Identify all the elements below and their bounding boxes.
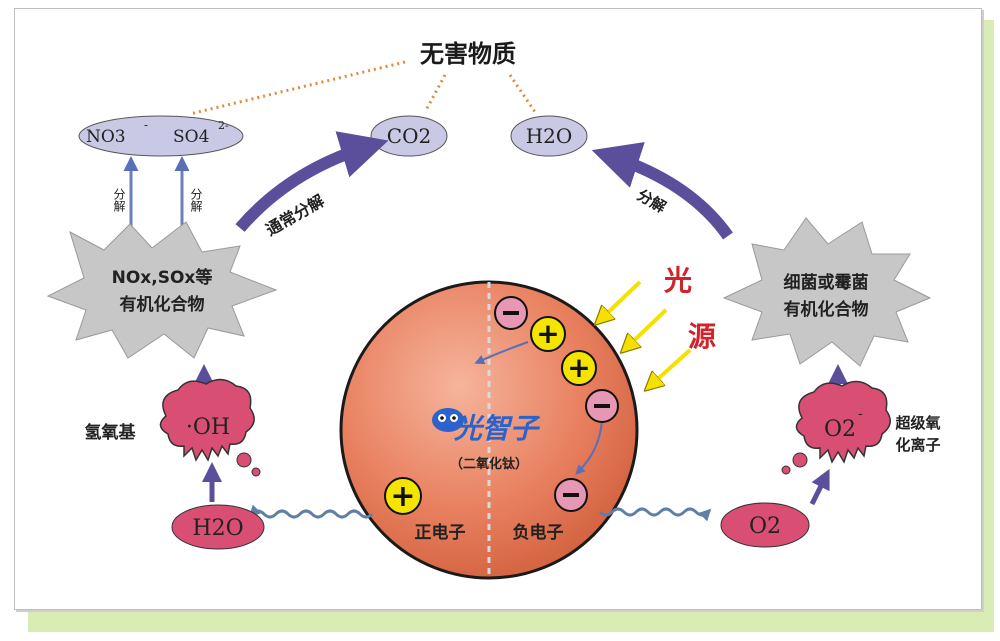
hydroxyl-name: 氢氧基 [85,422,137,443]
plus-charge: + [561,350,597,386]
light-source-char2: 源 [688,320,716,353]
mascot-icon [432,408,464,432]
h2o-top-label: H2O [526,124,573,148]
o2-ellipse: O2 [720,502,810,548]
minus-charge [494,296,528,330]
superoxide-charge: - [858,406,863,422]
wavy-arrow-right [598,507,712,522]
co2-label: CO2 [387,124,431,148]
h2o-bottom-label: H2O [192,516,243,541]
h2o-top-ellipse: H2O [510,115,588,157]
minus-charge [585,389,619,423]
right-curved-arrow: 分解 [591,142,733,240]
no3-charge: - [144,118,148,132]
svg-text:+: + [390,479,415,514]
negative-electron-label: 负电子 [513,522,564,543]
right-arrow-label: 分解 [634,186,669,217]
so4-charge: 2- [218,119,229,132]
light-rays [600,280,692,386]
right-star: 细菌或霉菌 有机化合物 [722,217,932,367]
o2-label: O2 [749,514,781,539]
title: 无害物质 [420,40,516,68]
superoxide-name-line1: 超级氧 [894,414,940,432]
left-star-line2: 有机化合物 [120,294,205,315]
right-star-line2: 有机化合物 [784,299,869,320]
positive-electron-label: 正电子 [415,522,466,543]
so4-label: SO4 [173,127,209,147]
light-source-char1: 光 [663,264,692,297]
hydroxyl-cloud: ·OH 氢氧基 [85,378,261,477]
decompose-label-right: 分解 [189,188,203,213]
superoxide-cloud: O2 - 超级氧 化离子 [781,380,941,475]
plus-charge: + [530,316,566,352]
minus-charge [554,478,588,512]
left-star: NOx,SOx等 有机化合物 [46,221,278,359]
decompose-label-left: 分解 [112,188,126,213]
superoxide-formula: O2 [824,417,856,442]
left-star-line1: NOx,SOx等 [112,267,213,288]
no3-label: NO3 [86,127,126,147]
right-star-line1: 细菌或霉菌 [784,272,869,293]
plus-charge: + [384,477,422,515]
co2-ellipse: CO2 [370,115,448,157]
left-curved-arrow: 通常分解 [235,131,389,239]
h2o-bottom-ellipse: H2O [171,504,265,550]
svg-text:+: + [536,317,559,350]
superoxide-name-line2: 化离子 [895,436,940,454]
brand-name: 光智子 [453,412,541,445]
svg-text:+: + [567,351,590,384]
title-connectors [189,60,537,116]
brand-logo: 光智子 （二氧化钛） [432,408,541,472]
no3-so4-ellipse: NO3 - SO4 2- [78,115,244,157]
brand-subtitle: （二氧化钛） [450,456,528,472]
wavy-arrow-left [248,504,374,519]
hydroxyl-formula: ·OH [186,415,230,440]
